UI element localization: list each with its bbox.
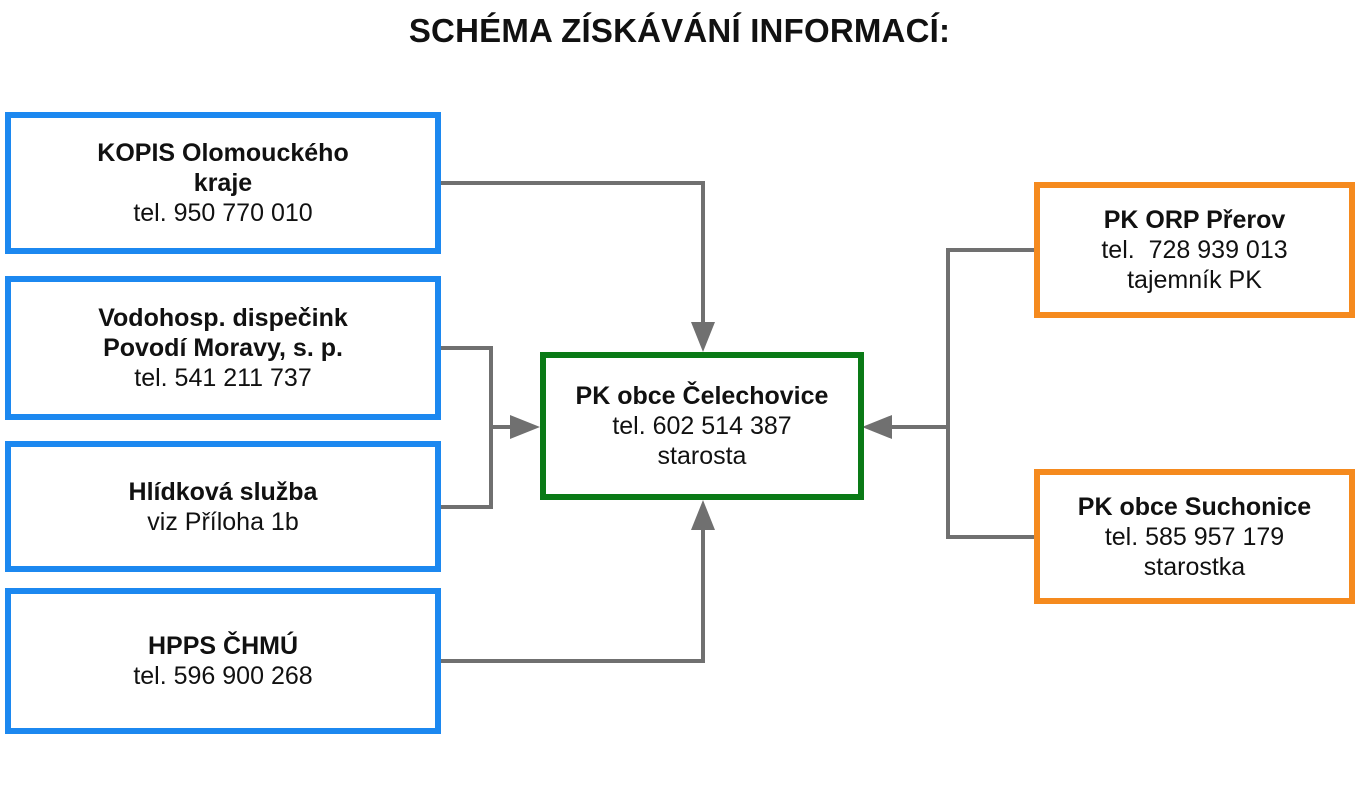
contact-phone: tel. 728 939 013 [1101, 236, 1288, 264]
contact-role: starostka [1143, 552, 1246, 581]
source-box-hlidkova: Hlídková služba viz Příloha 1b [5, 441, 441, 572]
source-name: KOPIS Olomouckého kraje [97, 139, 349, 197]
contact-phone: tel. 585 957 179 [1104, 522, 1285, 551]
center-role: starosta [657, 442, 747, 470]
contact-box-orp-prerov: PK ORP Přerov tel. 728 939 013 tajemník … [1034, 182, 1355, 318]
connector-vodohosp [441, 346, 493, 509]
source-box-vodohosp: Vodohosp. dispečink Povodí Moravy, s. p.… [5, 276, 441, 420]
connector-kopis-to-center [441, 181, 705, 335]
diagram-title: SCHÉMA ZÍSKÁVÁNÍ INFORMACÍ: [408, 12, 951, 49]
arrow-right-icon [510, 415, 540, 439]
source-name: Vodohosp. dispečink Povodí Moravy, s. p. [98, 304, 348, 362]
contact-name: PK obce Suchonice [1077, 492, 1312, 521]
source-box-kopis: KOPIS Olomouckého kraje tel. 950 770 010 [5, 112, 441, 254]
arrow-up-icon [691, 500, 715, 530]
contact-name: PK ORP Přerov [1103, 206, 1286, 234]
connector-hpps-to-center [441, 516, 705, 663]
center-phone: tel. 602 514 387 [612, 412, 792, 440]
arrow-left-icon [862, 415, 892, 439]
source-box-hpps: HPPS ČHMÚ tel. 596 900 268 [5, 588, 441, 734]
contact-role: tajemník PK [1127, 266, 1262, 294]
arrow-down-icon [691, 322, 715, 352]
connector-contacts [946, 248, 1034, 539]
source-name: Hlídková služba [128, 477, 318, 506]
source-phone: tel. 541 211 737 [134, 364, 312, 392]
source-name: HPPS ČHMÚ [147, 632, 298, 660]
source-reference: viz Příloha 1b [147, 507, 299, 536]
center-name: PK obce Čelechovice [575, 382, 829, 410]
source-phone: tel. 950 770 010 [133, 199, 313, 227]
source-phone: tel. 596 900 268 [133, 662, 313, 690]
contact-box-suchonice: PK obce Suchonice tel. 585 957 179 staro… [1034, 469, 1355, 604]
center-box: PK obce Čelechovice tel. 602 514 387 sta… [540, 352, 864, 500]
